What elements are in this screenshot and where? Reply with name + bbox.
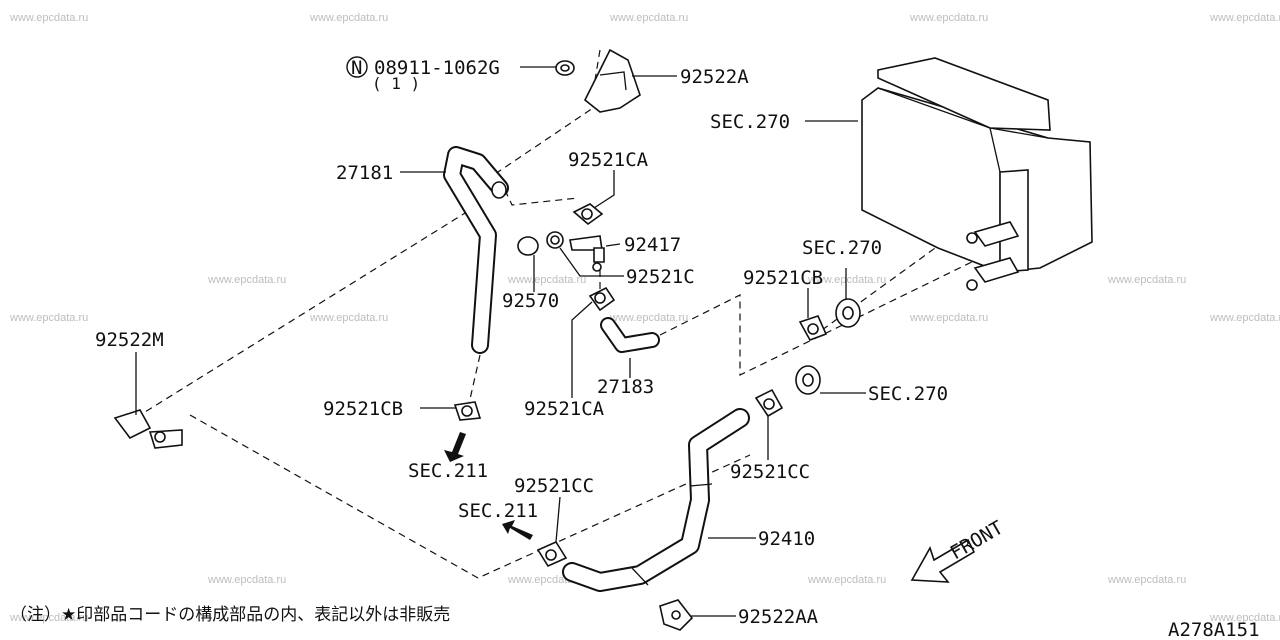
front-label: FRONT (947, 517, 1008, 565)
watermark: www.epcdata.ru (609, 312, 688, 324)
watermark: www.epcdata.ru (9, 12, 88, 24)
label-bracket-aa: 92522AA (738, 606, 819, 628)
connector-92417 (569, 235, 605, 272)
watermark: www.epcdata.ru (1107, 574, 1186, 586)
label-sec270-a: SEC.270 (710, 111, 790, 133)
clamp-92521cc-right (754, 388, 784, 418)
label-bracket-m: 92522M (95, 329, 164, 351)
diagram-code: A278A151 (1168, 619, 1260, 640)
front-arrow-icon: FRONT (910, 517, 1008, 583)
watermark: www.epcdata.ru (909, 12, 988, 24)
routing-line (497, 49, 601, 173)
clamp-92521cc-left (536, 540, 568, 568)
cap-92570 (517, 236, 539, 256)
grommet-lower (795, 365, 821, 395)
watermark: www.epcdata.ru (807, 574, 886, 586)
label-clamp-ca-top: 92521CA (568, 149, 649, 171)
label-connector: 92417 (624, 234, 681, 256)
watermark: www.epcdata.ru (1209, 612, 1280, 624)
watermark: www.epcdata.ru (1107, 274, 1186, 286)
watermark: www.epcdata.ru (1209, 312, 1280, 324)
footnote: （注）★印部品コードの構成部品の内、表記以外は非販売 (10, 605, 450, 625)
bracket-92522a (583, 48, 641, 113)
label-sec270-b: SEC.270 (802, 237, 882, 259)
watermark: www.epcdata.ru (609, 12, 688, 24)
label-sec211-b: SEC.211 (458, 500, 538, 522)
label-cap: 92570 (502, 290, 559, 312)
grommet-upper (835, 298, 861, 328)
routing-line (504, 189, 579, 206)
part-labels: 08911-1062G ( 1 ) 92522A SEC.270 27181 9… (95, 57, 948, 628)
routing-line (467, 354, 481, 409)
label-clamp-cb-right: 92521CB (743, 267, 823, 289)
label-clamp-cc-right: 92521CC (730, 461, 810, 483)
label-hose-upper: 27181 (336, 162, 393, 184)
routing-line (189, 414, 751, 579)
nut-symbol-letter: N (351, 57, 362, 79)
clamp-92521ca-bottom (588, 286, 616, 312)
watermark: www.epcdata.ru (207, 274, 286, 286)
sec211-down-arrow (444, 432, 466, 462)
nut-n-symbol (346, 56, 368, 78)
watermark: www.epcdata.ru (9, 312, 88, 324)
label-nut-part: 08911-1062G (374, 57, 500, 79)
label-clamp-cb-left: 92521CB (323, 398, 403, 420)
leader-lines (135, 66, 866, 617)
label-nut-qty: ( 1 ) (372, 74, 420, 93)
watermark: www.epcdata.ru (207, 574, 286, 586)
nut-part (555, 60, 575, 76)
watermark: www.epcdata.ru (1209, 12, 1280, 24)
watermark: www.epcdata.ru (309, 312, 388, 324)
watermark-layer: www.epcdata.ru www.epcdata.ru www.epcdat… (9, 12, 1280, 624)
watermark: www.epcdata.ru (909, 312, 988, 324)
label-clamp-ca-bottom: 92521CA (524, 398, 605, 420)
routing-line (144, 204, 479, 413)
label-bracket-top: 92522A (680, 66, 749, 88)
bracket-92522m (113, 409, 183, 449)
sec211-up-arrow (502, 520, 533, 540)
label-sec270-c: SEC.270 (868, 383, 948, 405)
label-clamp-cc-left: 92521CC (514, 475, 594, 497)
hose-27181 (443, 146, 509, 354)
label-hose-small: 27183 (597, 376, 654, 398)
watermark: www.epcdata.ru (309, 12, 388, 24)
clamp-92521cb-right (798, 315, 828, 341)
clamp-92521ca-top (572, 203, 604, 226)
heater-unit (861, 57, 1093, 291)
bracket-92522aa (659, 599, 694, 631)
watermark: www.epcdata.ru (9, 612, 88, 624)
label-sec211-a: SEC.211 (408, 460, 488, 482)
clamp-92521c (546, 231, 564, 249)
label-clamp-c: 92521C (626, 266, 695, 288)
label-hose-lower: 92410 (758, 528, 815, 550)
watermark: www.epcdata.ru (507, 274, 586, 286)
hose-27183 (600, 317, 660, 353)
hose-92410 (562, 408, 750, 592)
clamp-92521cb-left (453, 401, 482, 421)
